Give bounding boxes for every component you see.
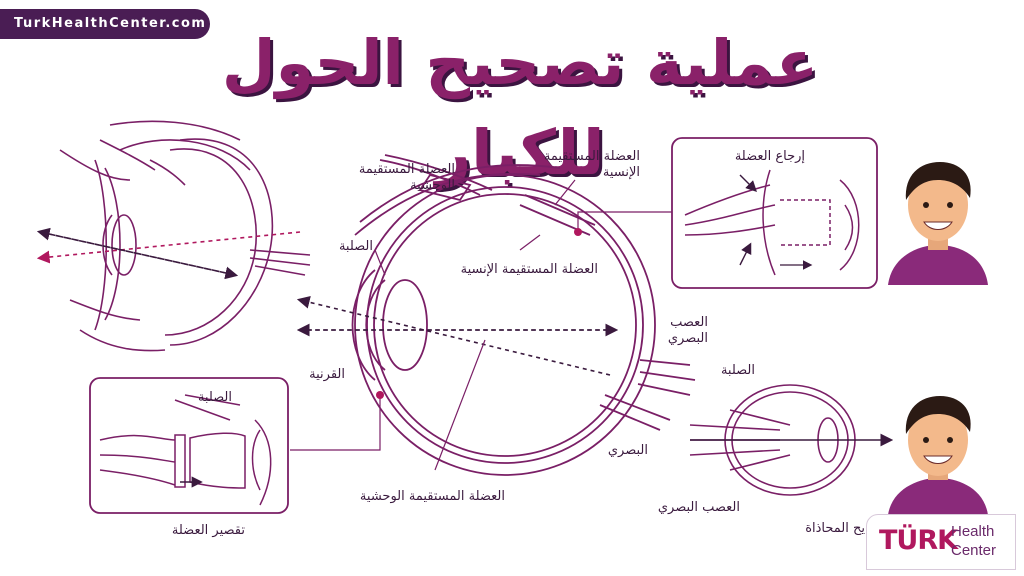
left-eye-illustration <box>59 120 311 352</box>
label-sclera-resection: الصلبة <box>198 390 232 405</box>
label-optic-lower: البصري <box>608 443 648 458</box>
site-url-badge[interactable]: TurkHealthCenter.com <box>0 9 210 39</box>
marker-dot <box>376 391 384 399</box>
main-eye-arrow-line <box>296 296 611 376</box>
muscle-resection-box <box>89 377 289 514</box>
label-lateral-rectus-bottom: العضلة المستقيمة الوحشية <box>360 489 505 504</box>
muscle-recession-box <box>671 137 878 289</box>
left-eye-arrow-line <box>36 231 301 264</box>
label-cornea: القرنية <box>309 367 345 382</box>
resection-illustration <box>99 394 272 506</box>
recession-arrow <box>739 174 757 192</box>
person-avatar-bottom <box>888 396 988 515</box>
label-muscle-resection: تقصير العضلة <box>172 523 245 538</box>
marker-dot <box>574 228 582 236</box>
label-medial-rectus-mid: العضلة المستقيمة الإنسية <box>461 262 598 277</box>
main-eye-illustration <box>351 154 696 476</box>
label-sclera-small-eye: الصلبة <box>721 363 755 378</box>
leader-lines <box>290 179 672 471</box>
label-sclera-main: الصلبة <box>339 239 373 254</box>
brand-turk: TÜRK <box>879 525 958 556</box>
brand-center: Center <box>951 542 997 559</box>
left-eye-arrow-line <box>36 227 236 276</box>
page-title: عملية تصحيح الحول للكبار <box>221 26 819 189</box>
person-avatar-top <box>888 162 988 285</box>
label-optic-nerve-small-eye: العصب البصري <box>658 500 740 515</box>
brand-logo: TÜRK Health Center <box>866 514 1016 570</box>
recession-illustration <box>684 169 860 276</box>
label-muscle-recession: إرجاع العضلة <box>735 149 805 164</box>
recession-arrow <box>739 242 752 266</box>
label-alignment-correction: يح المحاذاة <box>805 521 865 536</box>
brand-health: Health <box>951 523 995 540</box>
